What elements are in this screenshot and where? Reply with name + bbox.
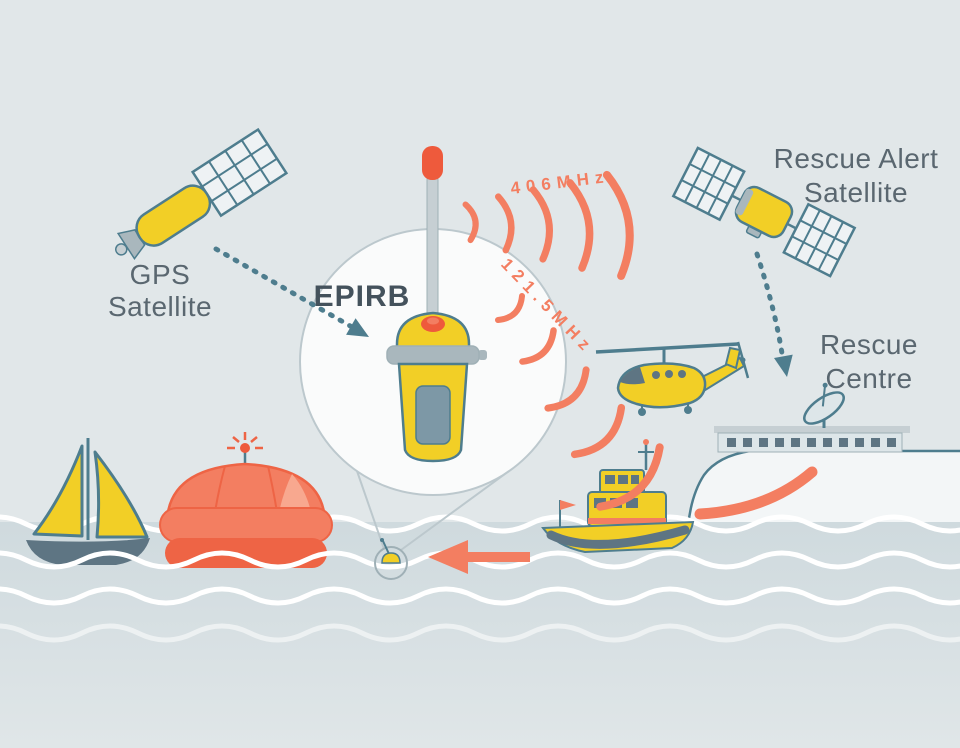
beacon-dome	[381, 552, 401, 564]
gps-arrow-dots	[213, 246, 355, 330]
signal-arc	[602, 170, 634, 280]
sailboat-icon	[26, 438, 150, 565]
helicopter-wheel	[638, 408, 646, 416]
rescue-centre-label-line1: Rescue	[820, 329, 918, 360]
signal-arc	[566, 179, 594, 272]
lifeboat-icon	[541, 439, 695, 554]
sailboat-mainsail	[32, 444, 84, 538]
lifeboat-stripe	[588, 518, 666, 524]
signal-arc	[529, 186, 553, 263]
rescue-satellite-label-line2: Satellite	[804, 177, 908, 208]
dispatch-swoosh-arrow	[694, 466, 818, 520]
helicopter-wheel	[684, 406, 692, 414]
magnifier-cone-line	[400, 470, 510, 551]
gps-satellite-label-line1: GPS	[130, 259, 191, 290]
floating-epirb-beacon	[374, 538, 408, 580]
lifeboat-wheelhouse-windows	[605, 475, 639, 484]
rescue-centre-windows	[727, 438, 896, 447]
helicopter-cabin-window	[652, 371, 660, 379]
signal-121-waves	[494, 292, 664, 511]
cliff-edge	[686, 449, 960, 528]
beacon-halo-circle	[374, 546, 408, 580]
rescue-satellite-label-line1: Rescue Alert	[774, 143, 939, 174]
beacon-antenna-tip	[380, 538, 384, 542]
helicopter-cockpit-window	[620, 367, 645, 385]
gps-satellite-body	[135, 184, 212, 247]
gps-satellite-icon	[115, 127, 289, 261]
epirb-antenna	[426, 175, 439, 323]
downlink-arrow-dots	[754, 251, 786, 363]
lifeboat-hull-bottom	[546, 525, 690, 549]
signal-arc	[544, 366, 590, 412]
gps-to-epirb-arrow	[213, 246, 369, 337]
lifeboat-bow-flag	[560, 500, 576, 510]
sailboat-jib	[93, 450, 149, 539]
beacon-pointer-arrow	[428, 540, 530, 574]
rescue-satellite-right-strut	[786, 222, 797, 230]
helicopter-fuselage	[616, 362, 707, 409]
rescue-alert-satellite-icon	[671, 146, 857, 278]
helicopter-main-rotor	[595, 342, 739, 354]
rescue-satellite-left-strut	[731, 194, 742, 202]
life-raft-icon	[159, 432, 333, 568]
satellite-dish-icon	[803, 382, 845, 428]
raft-flash-rays	[227, 432, 263, 450]
signal-arc	[494, 292, 526, 324]
epirb-antenna-tip	[422, 146, 443, 180]
beacon-pointer-head	[428, 540, 468, 574]
rescue-satellite-endcap	[735, 188, 754, 216]
rescue-satellite-left-panel-grid	[681, 153, 737, 215]
downlink-arrow-head	[773, 354, 793, 377]
rescue-centre-label-line2: Centre	[825, 363, 912, 394]
sailboat-hull	[26, 538, 150, 565]
magnifier-cone-line	[356, 470, 385, 550]
epirb-device	[386, 146, 487, 463]
raft-door	[279, 474, 311, 512]
raft-upper-tube	[159, 507, 333, 543]
rescue-centre-roof	[714, 426, 910, 433]
raft-beacon-light	[240, 443, 250, 453]
gps-solar-panel-grid	[201, 139, 278, 206]
epirb-button-highlight	[427, 317, 439, 325]
epirb-collar-band	[386, 345, 480, 365]
helicopter-cabin-window	[678, 370, 686, 378]
helicopter-tail-rotor-hub	[740, 357, 746, 363]
lifeboat-mast-light	[643, 439, 649, 445]
helicopter-tail-fin	[724, 346, 742, 370]
epirb-label: EPIRB	[314, 280, 411, 313]
helicopter-icon	[595, 341, 750, 416]
epirb-label-panel	[415, 385, 451, 445]
satellite-to-rescue-centre-arrow	[754, 251, 793, 377]
gps-arrow-head	[346, 318, 369, 337]
rescue-satellite-right-panel-grid	[791, 209, 847, 271]
signal-arc	[570, 403, 626, 459]
signal-406-waves	[462, 170, 634, 280]
signal-arc	[462, 201, 479, 244]
beacon-antenna	[382, 540, 390, 555]
signal-arc	[495, 193, 515, 254]
raft-lower-tube	[165, 538, 327, 568]
gps-satellite-label-line2: Satellite	[108, 291, 212, 322]
gps-satellite-antenna-icon	[115, 243, 128, 256]
helicopter-cabin-window	[665, 370, 673, 378]
signal-arc	[596, 443, 664, 511]
epirb-side-tab	[478, 350, 487, 360]
signal-arc	[519, 327, 557, 365]
